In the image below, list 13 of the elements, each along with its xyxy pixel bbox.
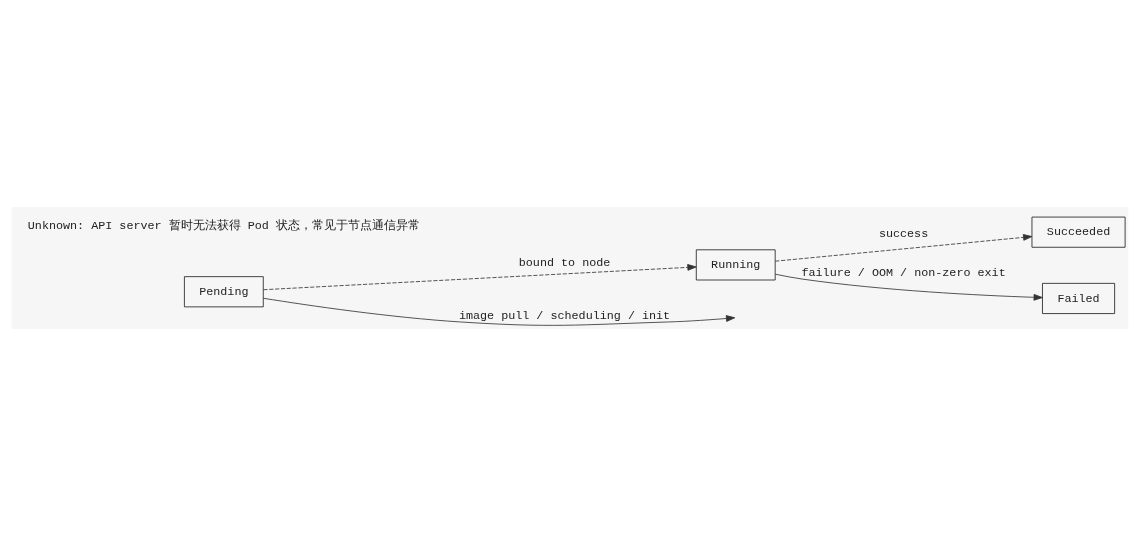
edge-label: failure / OOM / non-zero exit [801, 265, 1006, 280]
arrow [263, 264, 697, 291]
node-box: Pending [184, 276, 264, 308]
edge-label: success [878, 226, 929, 241]
node-box: Failed [1042, 282, 1116, 314]
arrow [774, 273, 1043, 301]
edge-label: bound to node [518, 255, 611, 270]
node-box: Succeeded [1031, 216, 1126, 248]
edge-label: image pull / scheduling / init [458, 308, 671, 323]
arrow [774, 234, 1033, 262]
arrow [262, 297, 736, 326]
label: Unknown: API server 暂时无法获得 Pod 状态，常见于节点通信异常 [27, 218, 420, 233]
node-box: Running [695, 249, 776, 281]
